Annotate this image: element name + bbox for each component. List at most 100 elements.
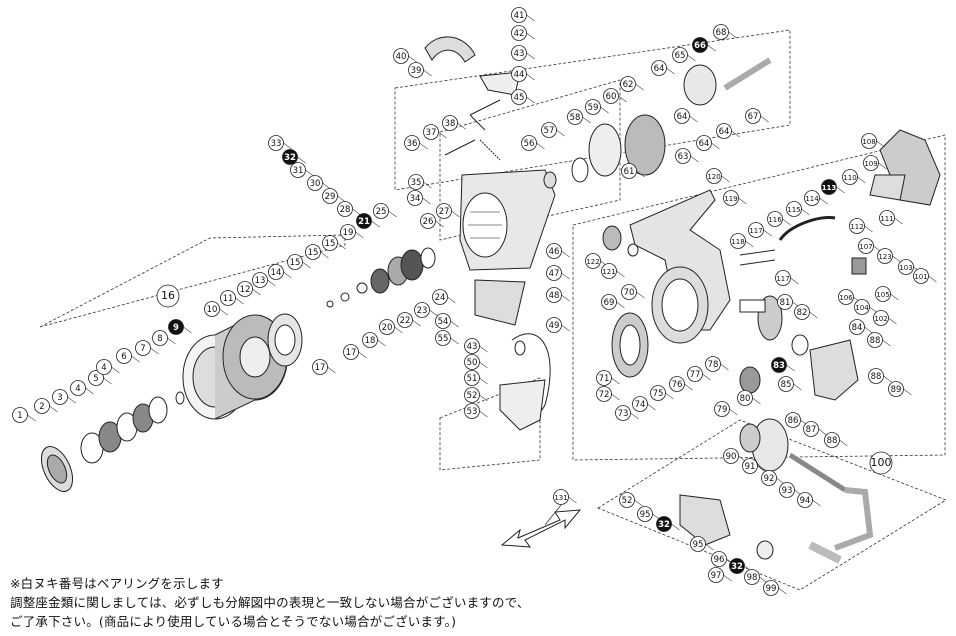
leader-line (320, 251, 329, 259)
callout-number: 122 (586, 258, 599, 266)
leader-line (27, 414, 36, 422)
leader-line (526, 14, 535, 22)
part-callout-9: 9 (168, 319, 184, 335)
leader-line (438, 131, 447, 139)
part-callout-96: 96 (711, 551, 727, 567)
callout-number: 34 (410, 194, 421, 204)
callout-circle (601, 263, 617, 279)
callout-circle (511, 66, 527, 82)
leader-line (267, 279, 276, 287)
callout-circle (407, 190, 423, 206)
leader-line (283, 271, 292, 279)
leader-line (611, 393, 620, 401)
callout-circle (379, 319, 395, 335)
leader-line (388, 210, 397, 218)
part-callout-7: 7 (135, 340, 151, 356)
leader-line (836, 186, 845, 194)
part-callout-62: 62 (620, 76, 636, 92)
part-callout-38: 38 (442, 115, 458, 131)
callout-number: 58 (570, 113, 581, 123)
part-callout-99: 99 (763, 580, 779, 596)
part-callout-6: 6 (116, 348, 132, 364)
callout-number: 66 (694, 41, 706, 51)
callout-circle (546, 287, 562, 303)
leader-line (283, 142, 292, 150)
leader-line (782, 218, 791, 226)
callout-circle (706, 168, 722, 184)
callout-circle (541, 122, 557, 138)
leader-line (778, 587, 787, 595)
callout-number: 64 (719, 127, 730, 137)
callout-circle (408, 174, 424, 190)
callout-circle (672, 47, 688, 63)
leader-line (408, 55, 417, 63)
callout-number: 87 (806, 425, 817, 435)
leader-line (358, 351, 367, 359)
part-callout-70: 70 (621, 284, 637, 300)
callout-number: 25 (376, 207, 387, 217)
callout-number: 69 (604, 298, 615, 308)
part-callout-22: 22 (397, 312, 413, 328)
callout-circle (692, 37, 708, 53)
callout-number: 24 (435, 293, 446, 303)
callout-circle (869, 451, 893, 475)
leader-line (526, 96, 535, 104)
part-callout-108: 108 (861, 133, 877, 149)
leader-line (337, 242, 346, 250)
callout-circle (913, 268, 929, 284)
callout-number: 65 (675, 51, 686, 61)
part-callout-37: 37 (423, 124, 439, 140)
leader-line (327, 366, 336, 374)
callout-circle (204, 301, 220, 317)
part-callout-121: 121 (601, 263, 617, 279)
part-callout-43: 43 (464, 338, 480, 354)
callout-number: 9 (173, 323, 179, 333)
callout-number: 45 (514, 93, 525, 103)
part-callout-114: 114 (804, 190, 820, 206)
callout-number: 19 (343, 228, 354, 238)
part-callout-75: 75 (650, 385, 666, 401)
callout-number: 64 (654, 64, 665, 74)
handle-assembly (679, 418, 874, 564)
callout-number: 22 (400, 316, 411, 326)
part-callout-97: 97 (708, 567, 724, 583)
callout-number: 21 (358, 217, 370, 227)
callout-circle (854, 299, 870, 315)
callout-circle (312, 359, 328, 375)
callout-circle (511, 89, 527, 105)
callout-number: 42 (514, 29, 525, 39)
callout-circle (711, 551, 727, 567)
callout-number: 23 (417, 306, 428, 316)
leader-line (111, 366, 120, 374)
callout-number: 64 (677, 112, 688, 122)
part-callout-29: 29 (322, 188, 338, 204)
callout-circle (567, 109, 583, 125)
callout-number: 75 (653, 389, 664, 399)
rotor-assembly (424, 36, 556, 431)
callout-number: 117 (749, 227, 762, 235)
callout-circle (237, 281, 253, 297)
callout-number: 67 (748, 112, 759, 122)
leader-line (635, 83, 644, 91)
callout-number: 56 (524, 139, 535, 149)
callout-circle (729, 558, 745, 574)
leader-line (809, 311, 818, 319)
leader-line (790, 277, 799, 285)
part-callout-94: 94 (797, 492, 813, 508)
part-callout-54: 54 (435, 313, 451, 329)
leader-line (671, 523, 680, 531)
part-callout-90: 90 (723, 448, 739, 464)
callout-number: 27 (439, 207, 450, 217)
leader-line (760, 115, 769, 123)
callout-number: 6 (121, 352, 126, 362)
bearing-note: ※白ヌキ番号はベアリングを示します (10, 576, 224, 591)
callout-number: 102 (874, 315, 887, 323)
part-callout-25: 25 (373, 203, 389, 219)
part-callout-107: 107 (858, 238, 874, 254)
callout-circle (804, 190, 820, 206)
callout-circle (585, 253, 601, 269)
part-callout-35: 35 (408, 174, 424, 190)
leader-line (600, 106, 609, 114)
callout-number: 117 (776, 275, 789, 283)
part-callout-52: 52 (464, 387, 480, 403)
